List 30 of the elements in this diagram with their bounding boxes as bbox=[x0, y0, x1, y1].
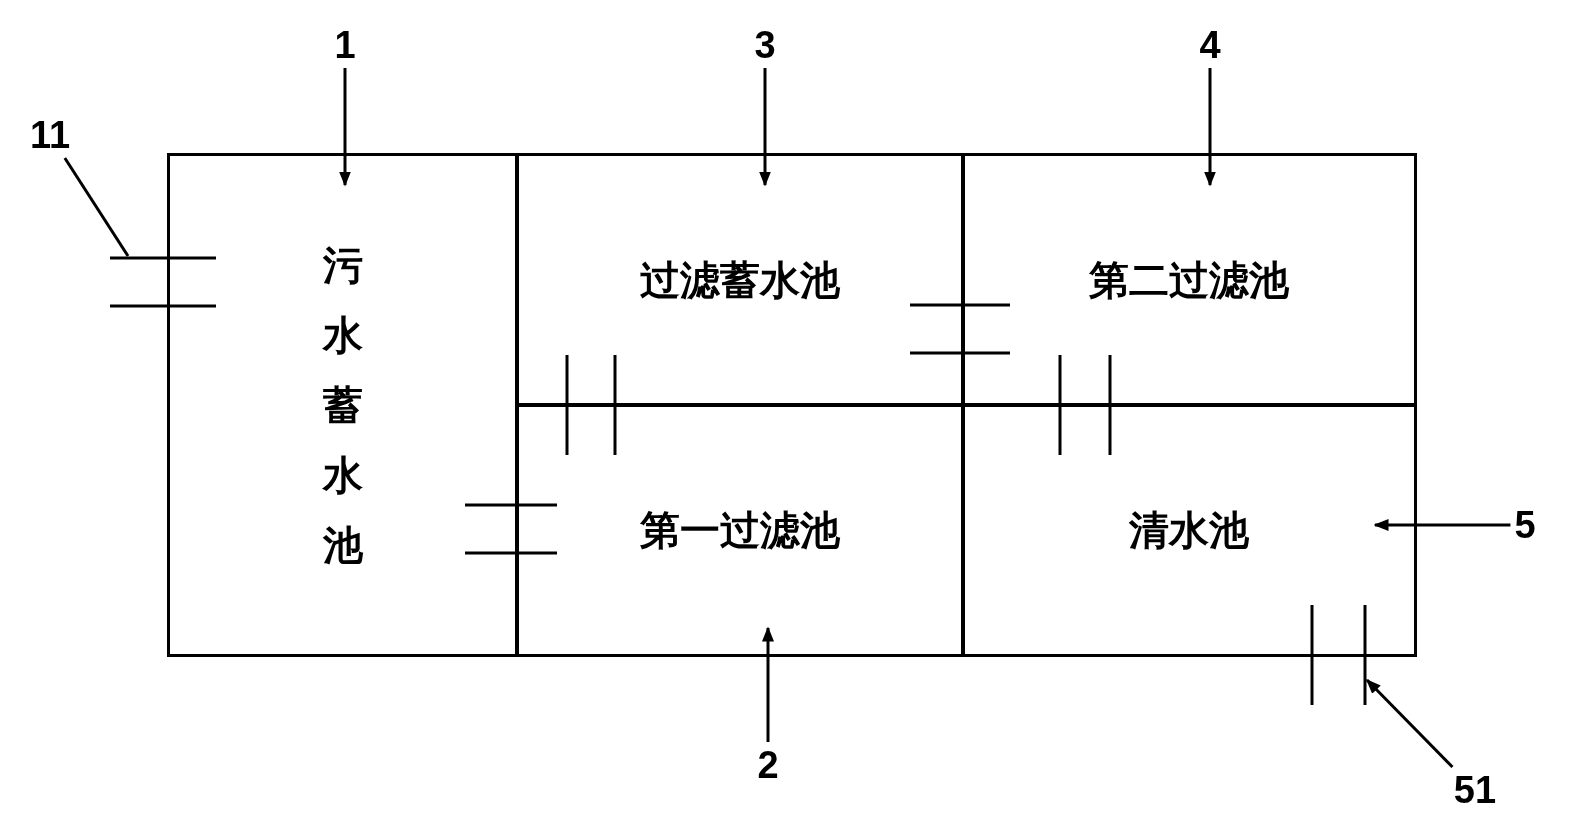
pipe-symbol bbox=[1058, 355, 1112, 455]
callout-number: 11 bbox=[29, 116, 71, 154]
callout-number: 4 bbox=[1199, 26, 1221, 64]
tank-label: 清水池 bbox=[1129, 505, 1249, 555]
leader-line bbox=[63, 157, 130, 257]
tank-box bbox=[961, 403, 1417, 657]
leader-line bbox=[759, 68, 771, 187]
callout-number: 3 bbox=[754, 26, 776, 64]
tank-label: 污水蓄水池 bbox=[322, 241, 364, 570]
leader-line bbox=[1204, 68, 1216, 187]
leader-line bbox=[762, 626, 774, 742]
tank-box bbox=[961, 153, 1417, 407]
callout-number: 2 bbox=[757, 746, 779, 784]
leader-line bbox=[1365, 678, 1454, 769]
tank-label: 过滤蓄水池 bbox=[640, 255, 840, 305]
leader-line bbox=[339, 68, 351, 187]
pipe-symbol bbox=[110, 256, 216, 308]
tank-box bbox=[515, 403, 965, 657]
callout-number: 51 bbox=[1453, 771, 1497, 809]
tank-label: 第一过滤池 bbox=[640, 505, 840, 555]
callout-number: 5 bbox=[1514, 506, 1536, 544]
tank-box bbox=[167, 153, 519, 657]
leader-line bbox=[1373, 519, 1511, 531]
tank-label: 第二过滤池 bbox=[1089, 255, 1289, 305]
callout-number: 1 bbox=[334, 26, 356, 64]
pipe-symbol bbox=[565, 355, 617, 455]
tank-box bbox=[515, 153, 965, 407]
pipe-symbol bbox=[1310, 605, 1367, 705]
pipe-symbol bbox=[910, 303, 1010, 355]
pipe-symbol bbox=[465, 503, 557, 555]
